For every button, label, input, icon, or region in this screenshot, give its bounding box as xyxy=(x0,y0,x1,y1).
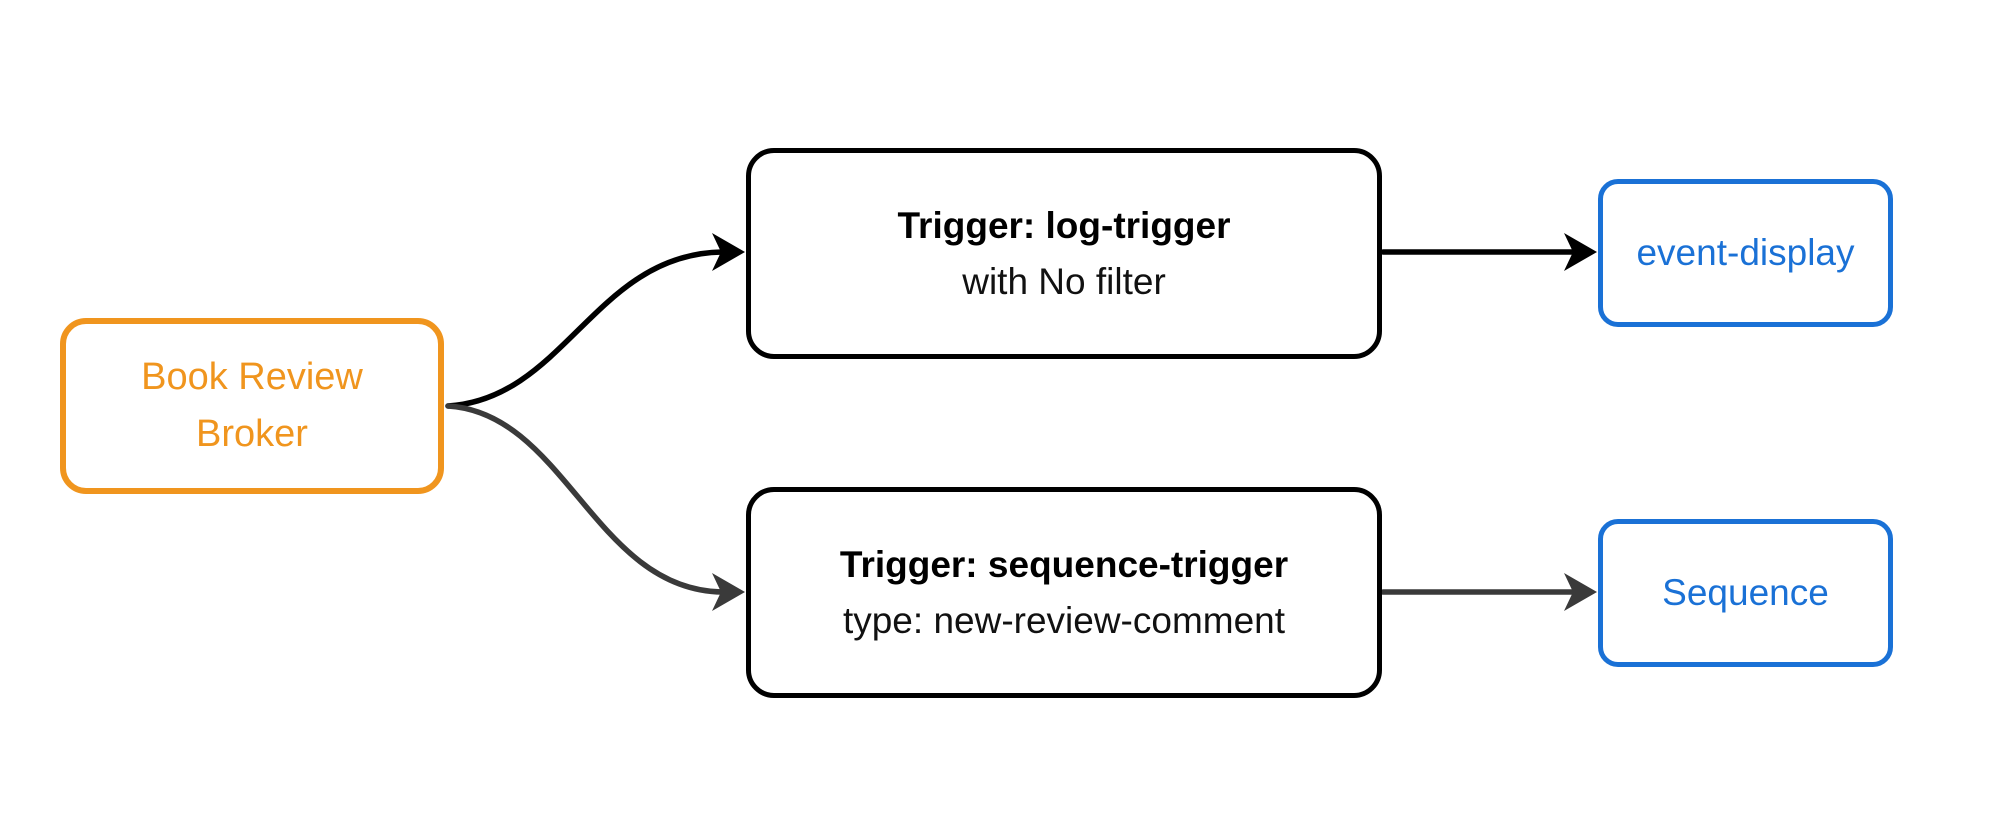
log-trigger-title: Trigger: log-trigger xyxy=(897,205,1231,246)
arrowhead-icon xyxy=(1564,573,1597,611)
sequence-trigger-subtitle: type: new-review-comment xyxy=(842,599,1286,641)
node-event-display: event-display xyxy=(1598,179,1893,327)
node-sequence-trigger: Trigger: sequence-trigger type: new-revi… xyxy=(746,487,1382,698)
edge-sequence-trigger-to-sequence xyxy=(1380,573,1597,611)
node-broker: Book Review Broker xyxy=(60,318,444,494)
arrowhead-icon xyxy=(712,233,745,271)
arrowhead-icon xyxy=(712,573,745,611)
event-display-label: event-display xyxy=(1636,232,1855,274)
node-sequence: Sequence xyxy=(1598,519,1893,667)
edge-broker-to-log-trigger xyxy=(445,233,745,409)
log-trigger-subtitle: with No filter xyxy=(962,260,1166,302)
broker-label: Book Review Broker xyxy=(141,356,363,455)
edge-log-trigger-to-event-display xyxy=(1380,233,1597,271)
edge-broker-to-sequence-trigger xyxy=(445,403,745,611)
arrowhead-icon xyxy=(1564,233,1597,271)
sequence-trigger-title: Trigger: sequence-trigger xyxy=(839,544,1289,585)
node-log-trigger: Trigger: log-trigger with No filter xyxy=(746,148,1382,359)
sequence-label: Sequence xyxy=(1662,572,1829,614)
